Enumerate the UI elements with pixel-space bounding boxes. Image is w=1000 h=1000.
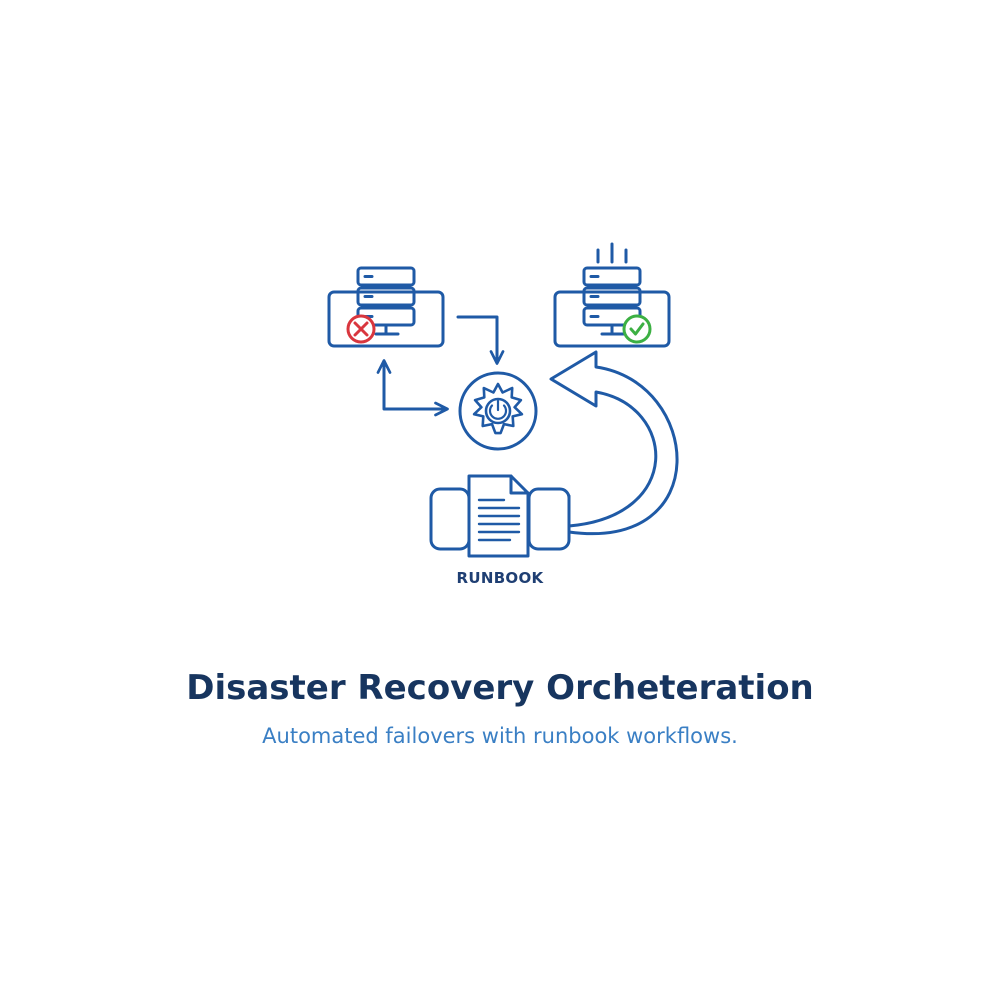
failed-server-icon xyxy=(327,266,445,348)
page-title: Disaster Recovery Orcheteration xyxy=(186,668,814,708)
gear-power-icon xyxy=(458,371,538,451)
success-check-icon xyxy=(622,314,652,344)
sync-arrow xyxy=(376,359,449,417)
failover-arrow xyxy=(456,315,505,365)
recovery-return-arrow xyxy=(549,350,679,536)
document-icon xyxy=(467,474,530,558)
page-subtitle: Automated failovers with runbook workflo… xyxy=(262,724,738,748)
error-x-icon xyxy=(346,314,376,344)
activity-lines-icon xyxy=(596,242,628,264)
runbook-label: RUNBOOK xyxy=(456,569,544,587)
recovered-server-icon xyxy=(553,266,671,348)
